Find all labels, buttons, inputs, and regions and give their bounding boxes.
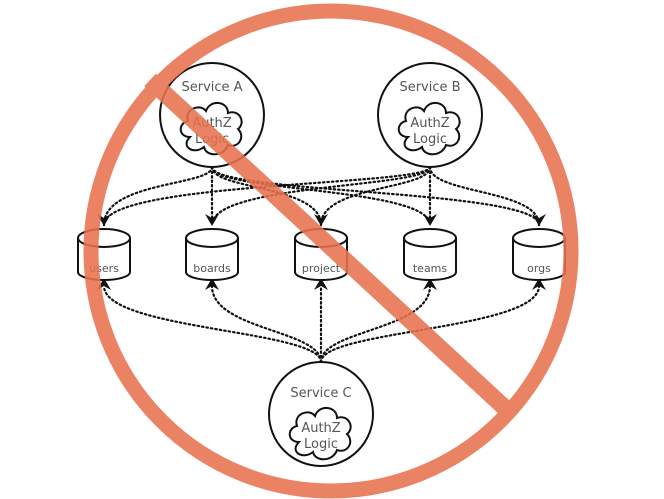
- arrow-up-icon: [314, 278, 328, 290]
- link-service-a-to-db: [102, 165, 214, 227]
- database-label: orgs: [527, 262, 551, 275]
- arrow-down-icon: [205, 214, 219, 226]
- service-a-label: Service A: [181, 80, 242, 95]
- database-label: teams: [413, 262, 448, 275]
- arrow-up-icon: [205, 278, 219, 290]
- cylinder-icon: [185, 238, 239, 281]
- database-label: project: [302, 262, 341, 275]
- arrow-down-icon: [423, 214, 437, 226]
- link-service-a-to-db: [210, 165, 541, 227]
- database-orgs: orgs: [512, 228, 566, 281]
- logic-label: Logic: [413, 132, 447, 147]
- cylinder-top: [512, 228, 566, 248]
- link-service-c-to-db: [319, 284, 541, 364]
- service-c: Service C AuthZ Logic: [268, 361, 374, 467]
- arrow-down-icon: [532, 214, 546, 226]
- logic-label: Logic: [304, 437, 338, 452]
- prohibition-sign: [83, 3, 579, 499]
- link-service-b-to-db: [428, 165, 541, 227]
- database-teams: teams: [403, 228, 457, 281]
- database-label: boards: [193, 262, 231, 275]
- dotted-links: [97, 165, 546, 364]
- link-service-c-to-db: [102, 284, 323, 364]
- service-c-label: Service C: [290, 386, 351, 401]
- link-service-b-to-db: [319, 165, 432, 227]
- arrow-down-icon: [314, 214, 328, 226]
- prohibition-slash: [144, 73, 511, 415]
- cylinder-top: [403, 228, 457, 248]
- database-boards: boards: [185, 228, 239, 281]
- cylinder-top: [185, 228, 239, 248]
- prohibition-circle: [83, 3, 579, 499]
- authz-label: AuthZ: [301, 421, 340, 436]
- link-service-c-to-db: [319, 284, 432, 364]
- authz-label: AuthZ: [410, 116, 449, 131]
- arrow-up-icon: [532, 278, 546, 290]
- cylinder-icon: [403, 238, 457, 281]
- link-service-b-to-db: [210, 165, 432, 227]
- link-service-a-to-db: [210, 165, 323, 227]
- arrow-up-icon: [423, 278, 437, 290]
- link-service-c-to-db: [210, 284, 323, 364]
- service-b-label: Service B: [399, 80, 460, 95]
- service-b: Service B AuthZ Logic: [377, 62, 483, 168]
